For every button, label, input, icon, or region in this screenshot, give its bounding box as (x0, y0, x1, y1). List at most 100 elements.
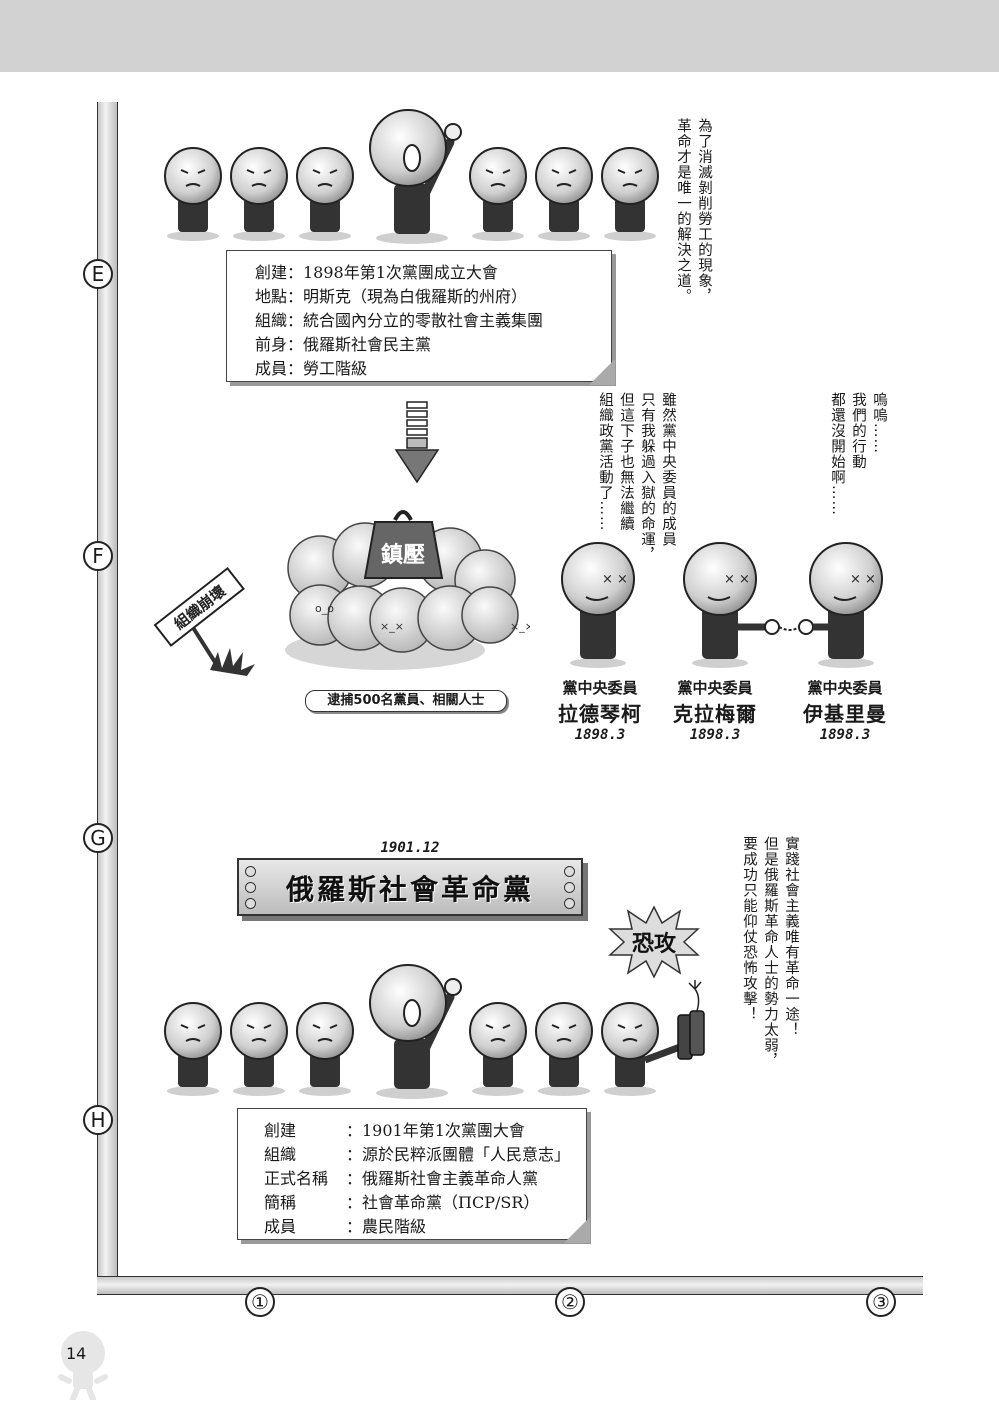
member-figure (230, 147, 288, 241)
party-members-illustration-g (164, 964, 705, 1099)
member-name: 克拉梅爾 (673, 702, 757, 726)
svg-text:× ×: × × (602, 572, 628, 587)
crowd-of-arrested (287, 522, 519, 653)
info-row: 前身：俄羅斯社會民主黨 (255, 335, 432, 354)
party-title: 俄羅斯社會革命黨 (285, 873, 534, 906)
member-date: 1898.3 (689, 727, 741, 743)
member-figure: × × (809, 542, 883, 668)
speech-line: 為了消滅剝削勞工的現象， (696, 118, 712, 304)
down-arrow-icon (394, 401, 440, 484)
speech-line: 但是俄羅斯革命人士的勢力太弱， (762, 836, 778, 1069)
member-role: 黨中央委員 (807, 679, 883, 697)
member-figure (535, 1002, 593, 1096)
party-founding-date: 1901.12 (380, 840, 440, 856)
info-key: 簡稱 (264, 1193, 297, 1212)
info-key: 創建 (264, 1121, 297, 1140)
info-key: 成員 (264, 1217, 297, 1236)
speech-line: 但這下子也無法繼續 (618, 392, 634, 532)
info-row: 地點：明斯克（現為白俄羅斯的州府） (255, 287, 528, 306)
member-figure: × × (561, 542, 635, 668)
page-mascot-icon (58, 1331, 108, 1400)
info-key: 組織 (264, 1145, 297, 1164)
member-figure (535, 147, 593, 241)
weight-label: 鎮壓 (381, 542, 425, 568)
bolt-icon (245, 866, 256, 877)
member-figure (469, 147, 527, 241)
bolt-icon (564, 882, 575, 893)
top-header-band (0, 0, 999, 72)
info-box-h: 創建 ：1901年第1次黨團大會 組織 ：源於民粹派團體「人民意志」 正式名稱 ：俄羅… (237, 1108, 590, 1243)
info-row: 成員：勞工階級 (255, 359, 368, 378)
bolt-icon (564, 898, 575, 909)
speech-line: 都還沒開始啊…… (829, 392, 845, 516)
speech-bubble-g: 實踐社會主義唯有革命一途！ 但是俄羅斯革命人士的勢力太弱， 要成功只能仰仗恐怖攻… (738, 836, 801, 1069)
info-row: 組織 ：源於民粹派團體「人民意志」 (264, 1143, 586, 1167)
member-figure (164, 1002, 222, 1096)
sign-post-icon: 組織崩壞 (153, 566, 255, 676)
dynamite-icon (677, 980, 705, 1060)
speech-bubble-e: 為了消滅剝削勞工的現象， 革命才是唯一的解決之道。 (672, 118, 714, 308)
member-figure (164, 147, 222, 241)
info-value: ：1901年第1次黨團大會 (346, 1121, 525, 1140)
arrest-caption: 逮捕500名黨員、相關人士 (305, 690, 507, 712)
burst-icon: 恐攻 (608, 905, 700, 979)
suppression-illustration: o_o ×_× ×_× 鎮壓 組織崩壞 (153, 510, 530, 676)
speech-line: 雖然黨中央委員的成員 (660, 392, 676, 547)
member-figure (296, 147, 354, 241)
column-number-2: ② (555, 1287, 585, 1317)
member-figure (230, 1002, 288, 1096)
row-marker-f: F (83, 541, 113, 571)
row-marker-g: G (83, 823, 113, 853)
member-figure (601, 147, 659, 241)
info-box-e: 創建：1898年第1次黨團成立大會 地點：明斯克（現為白俄羅斯的州府） 組織：統… (226, 250, 615, 385)
bolt-icon (564, 866, 575, 877)
speech-line: 只有我躲過入獄的命運， (639, 392, 655, 563)
speech-line: 實踐社會主義唯有革命一途！ (783, 836, 799, 1038)
member-name: 拉德琴柯 (558, 702, 642, 726)
member-caption-2: 黨中央委員 克拉梅爾 1898.3 (660, 677, 770, 743)
weight-icon (363, 510, 444, 579)
svg-text:× ×: × × (724, 572, 750, 587)
info-value: ：農民階級 (346, 1217, 427, 1236)
svg-text:×_×: ×_× (380, 620, 404, 633)
info-row: 正式名稱 ：俄羅斯社會主義革命人黨 (264, 1167, 586, 1191)
speech-line: 要成功只能仰仗恐怖攻擊！ (741, 836, 757, 1022)
info-key: 正式名稱 (264, 1169, 329, 1188)
info-row: 創建：1898年第1次黨團成立大會 (255, 263, 498, 282)
info-row: 簡稱 ：社會革命黨（ΠCP/SR） (264, 1191, 586, 1215)
timeline-horizontal-bar (97, 1276, 923, 1295)
member-caption-3: 黨中央委員 伊基里曼 1898.3 (790, 677, 900, 743)
member-figure (469, 1002, 527, 1096)
row-marker-e: E (83, 259, 113, 289)
bolt-icon (245, 898, 256, 909)
svg-text:o_o: o_o (315, 602, 334, 615)
speech-line: 組織政黨活動了…… (597, 392, 613, 532)
member-figure: × × (683, 542, 765, 668)
timeline-vertical-bar (97, 102, 118, 1295)
leader-figure (369, 964, 462, 1099)
handcuffs-icon (764, 619, 814, 635)
info-row: 創建 ：1901年第1次黨團大會 (264, 1119, 586, 1143)
speech-line: 嗚嗚…… (871, 392, 887, 454)
burst-label: 恐攻 (632, 931, 677, 957)
arrested-members-illustration: × × × × × × (561, 542, 883, 668)
info-value: ：俄羅斯社會主義革命人黨 (346, 1169, 539, 1188)
party-title-banner: 俄羅斯社會革命黨 (237, 858, 583, 916)
info-row: 成員 ：農民階級 (264, 1215, 586, 1239)
info-row: 組織：統合國內分立的零散社會主義集團 (255, 311, 544, 330)
page-number: 14 (66, 1344, 87, 1363)
page-curl-decoration (564, 1217, 590, 1243)
member-date: 1898.3 (819, 727, 871, 743)
info-value: ：源於民粹派團體「人民意志」 (346, 1145, 571, 1164)
speech-line: 我們的行動 (850, 392, 866, 470)
party-members-illustration-e (164, 109, 659, 244)
member-figure (296, 1002, 354, 1096)
member-name: 伊基里曼 (803, 702, 887, 726)
leader-figure (369, 109, 462, 244)
column-number-1: ① (245, 1287, 275, 1317)
info-value: ：社會革命黨（ΠCP/SR） (346, 1193, 540, 1212)
svg-text:× ×: × × (850, 572, 876, 587)
member-role: 黨中央委員 (677, 679, 753, 697)
row-marker-h: H (83, 1105, 113, 1135)
member-caption-1: 黨中央委員 拉德琴柯 1898.3 (545, 677, 655, 743)
